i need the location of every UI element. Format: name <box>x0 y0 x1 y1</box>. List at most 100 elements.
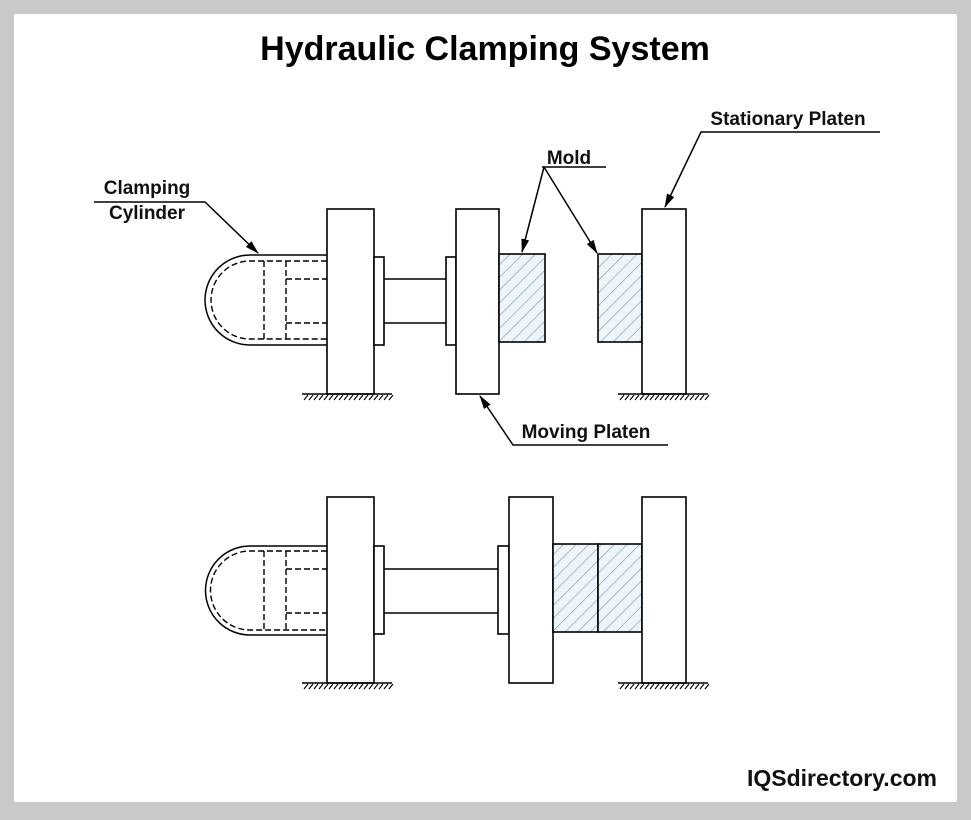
ground-hatch-tick <box>679 394 685 401</box>
ground-hatch-tick <box>323 394 329 401</box>
ground-hatch-tick <box>323 683 329 690</box>
label-mold: Mold <box>547 148 591 169</box>
ground-hatch-tick <box>328 394 334 401</box>
ground-hatch-tick <box>353 394 359 401</box>
ground-hatch-tick <box>303 683 309 690</box>
ground-hatch-tick <box>343 394 349 401</box>
rod-flange-right <box>445 256 457 346</box>
ground-hatch-tick <box>363 683 369 690</box>
label-clamping-cylinder: Clamping Cylinder <box>94 178 259 254</box>
ground-hatch-tick <box>659 394 665 401</box>
clamping-cylinder-body <box>204 254 327 346</box>
clamping-cylinder-body-closed <box>204 545 327 636</box>
ground-hatch-tick <box>704 683 710 690</box>
diagram-title: Hydraulic Clamping System <box>260 30 710 68</box>
ground-hatch-tick <box>629 394 635 401</box>
leader-clamping-cylinder <box>94 201 259 254</box>
ground-hatch-tick <box>368 394 374 401</box>
ground-hatch-tick <box>383 394 389 401</box>
ground-hatch-tick <box>313 394 319 401</box>
ground-hatch-tick <box>313 683 319 690</box>
mold-half-stationary <box>597 253 643 343</box>
moving-platen-closed <box>508 496 554 684</box>
ground-hatch-tick <box>654 683 660 690</box>
label-moving-platen-group: Moving Platen <box>479 395 668 446</box>
ground-hatch-tick <box>704 394 710 401</box>
ground-hatch-tick <box>619 683 625 690</box>
ground-hatch-tick <box>368 683 374 690</box>
label-moving-platen: Moving Platen <box>522 422 651 443</box>
ground-hatch-tick <box>664 683 670 690</box>
ground-hatch-tick <box>343 683 349 690</box>
ground-hatch-tick <box>669 683 675 690</box>
ground-symbol-right-closed <box>618 682 710 690</box>
ground-hatch-tick <box>634 394 640 401</box>
ground-hatch-tick <box>303 394 309 401</box>
leader-moving-platen <box>479 395 668 446</box>
ground-hatch-tick <box>624 394 630 401</box>
label-stationary-platen-group: Stationary Platen <box>664 109 880 208</box>
cylinder-platen <box>326 208 375 395</box>
label-clamping: Clamping <box>104 178 191 199</box>
label-mold-group: Mold <box>521 148 606 254</box>
ground-hatch-tick <box>684 683 690 690</box>
cylinder-inner-wall <box>210 260 327 340</box>
ground-hatch-tick <box>684 394 690 401</box>
brand-watermark: IQSdirectory.com <box>747 765 937 791</box>
ground-hatch-tick <box>338 394 344 401</box>
ground-hatch-tick <box>654 394 660 401</box>
ground-hatch-tick <box>383 683 389 690</box>
ground-hatch-tick <box>373 683 379 690</box>
stationary-platen <box>641 208 687 395</box>
rod-flange-right-closed <box>497 545 510 635</box>
ground-hatch-tick <box>338 683 344 690</box>
ground-symbol-right <box>618 393 710 401</box>
stationary-platen-closed <box>641 496 687 684</box>
ground-hatch-tick <box>659 683 665 690</box>
rod-flange-left <box>373 256 385 346</box>
rod-flange-left-closed <box>373 545 385 635</box>
ground-hatch-tick <box>699 394 705 401</box>
ground-hatch-tick <box>358 394 364 401</box>
ground-hatch-tick <box>328 683 334 690</box>
ground-hatch-tick <box>308 683 314 690</box>
ground-hatch-tick <box>333 683 339 690</box>
ground-hatch-tick <box>388 394 394 401</box>
ground-hatch-tick <box>674 683 680 690</box>
ground-hatch-tick <box>644 394 650 401</box>
ground-hatch-tick <box>639 683 645 690</box>
ground-symbol-left-closed <box>302 682 394 690</box>
ground-hatch-tick <box>669 394 675 401</box>
ground-hatch-tick <box>348 394 354 401</box>
ground-hatch-tick <box>689 683 695 690</box>
leader-stationary-platen <box>664 131 880 208</box>
closed-state-assembly <box>204 496 710 690</box>
ground-hatch-tick <box>674 394 680 401</box>
moving-platen <box>455 208 500 395</box>
ground-hatch-tick <box>694 394 700 401</box>
ground-hatch-tick <box>388 683 394 690</box>
mold-half-stationary-closed <box>597 543 643 633</box>
ground-symbol-left <box>302 393 394 401</box>
ground-hatch-tick <box>689 394 695 401</box>
ground-hatch-tick <box>348 683 354 690</box>
ground-hatch-tick <box>644 683 650 690</box>
label-cylinder: Cylinder <box>109 203 186 224</box>
ground-hatch-tick <box>358 683 364 690</box>
ground-hatch-tick <box>629 683 635 690</box>
ground-hatch-tick <box>378 394 384 401</box>
cylinder-inner-wall-closed <box>209 550 327 631</box>
ground-hatch-tick <box>624 683 630 690</box>
mold-half-moving-closed <box>552 543 599 633</box>
ground-hatch-tick <box>664 394 670 401</box>
ground-hatch-tick <box>373 394 379 401</box>
leader-mold-left <box>521 166 545 253</box>
leader-mold-right <box>543 166 598 254</box>
ground-hatch-tick <box>363 394 369 401</box>
ground-hatch-tick <box>318 394 324 401</box>
ground-hatch-tick <box>649 683 655 690</box>
ground-hatch-tick <box>694 683 700 690</box>
ground-hatch-tick <box>333 394 339 401</box>
ground-hatch-tick <box>378 683 384 690</box>
